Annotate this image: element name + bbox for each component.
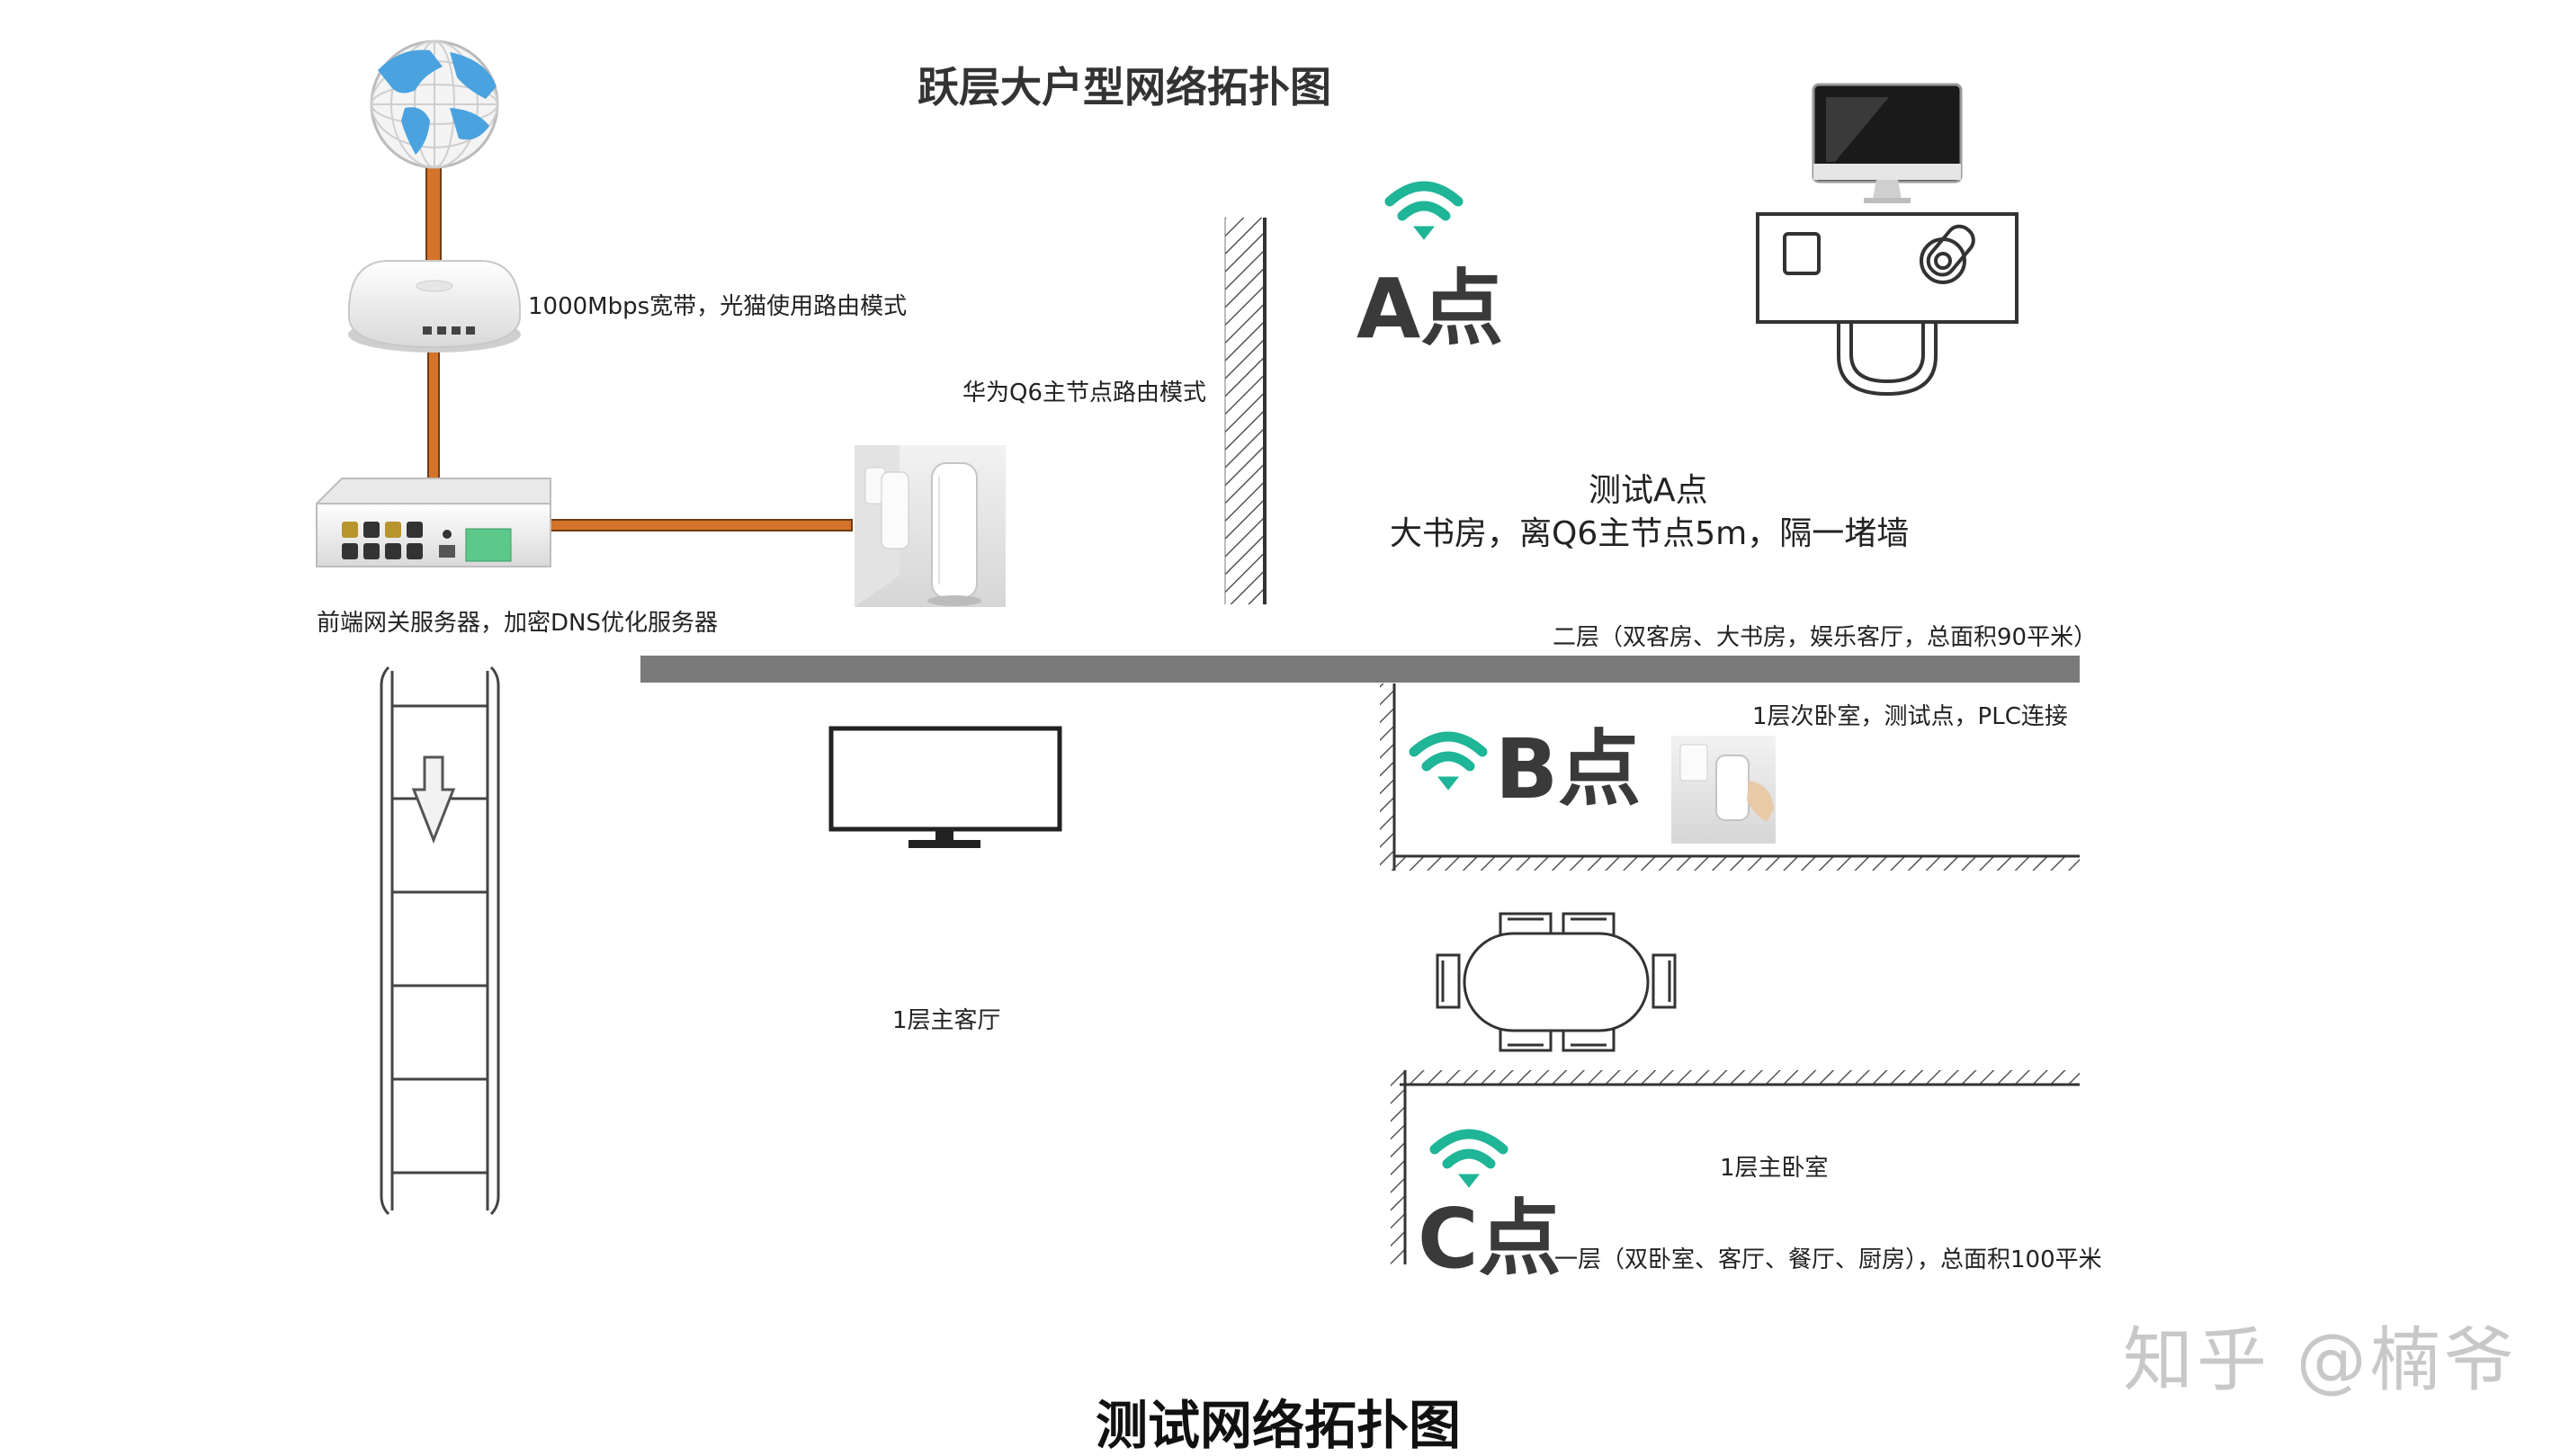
cable-modem-gateway [427, 345, 440, 487]
label-gateway: 前端网关服务器，加密DNS优化服务器 [317, 610, 718, 637]
dining-table-icon [1436, 912, 1677, 1052]
desk-icon [1756, 212, 2018, 397]
wifi-icon-b [1414, 737, 1482, 790]
globe-icon [370, 40, 499, 169]
wall-c-room [1391, 1070, 2080, 1264]
mesh-router-icon [855, 445, 1006, 607]
cable-globe-modem [425, 165, 442, 267]
point-b-label: B点 [1495, 721, 1642, 817]
gateway-server-icon [316, 478, 551, 567]
diagram-title: 跃层大户型网络拓扑图 [918, 63, 1331, 112]
computer-monitor-icon [1812, 83, 1963, 203]
label-c-room: 1层主卧室 [1720, 1155, 1829, 1182]
label-floor2: 二层（双客房、大书房，娱乐客厅，总面积90平米） [1553, 624, 2098, 651]
wall-b-room [1380, 683, 2080, 871]
wall-floor2 [1224, 218, 1267, 604]
wifi-icon-a [1390, 186, 1458, 239]
plc-adapter-icon [1671, 736, 1776, 844]
label-broadband: 1000Mbps宽带，光猫使用路由模式 [528, 293, 908, 320]
optical-modem-icon [347, 260, 522, 353]
label-floor1: 一层（双卧室、客厅、餐厅、厨房），总面积100平米 [1554, 1246, 2102, 1273]
label-b-room: 1层次卧室，测试点，PLC连接 [1752, 703, 2068, 730]
label-test-a-1: 测试A点 [1589, 472, 1708, 509]
staircase-icon [380, 665, 500, 1216]
bottom-title: 测试网络拓扑图 [1096, 1395, 1462, 1456]
point-c-label: C点 [1418, 1191, 1562, 1287]
cable-gateway-router [550, 519, 853, 531]
wifi-icon-c [1435, 1134, 1503, 1187]
watermark: 知乎 @楠爷 [2123, 1320, 2518, 1401]
point-a-label: A点 [1356, 261, 1504, 357]
tv-icon [828, 726, 1062, 848]
label-living: 1层主客厅 [892, 1007, 1001, 1034]
floor-slab [640, 656, 2080, 683]
label-router: 华为Q6主节点路由模式 [962, 380, 1207, 406]
label-test-a-2: 大书房，离Q6主节点5m，隔一堵墙 [1390, 515, 1910, 552]
